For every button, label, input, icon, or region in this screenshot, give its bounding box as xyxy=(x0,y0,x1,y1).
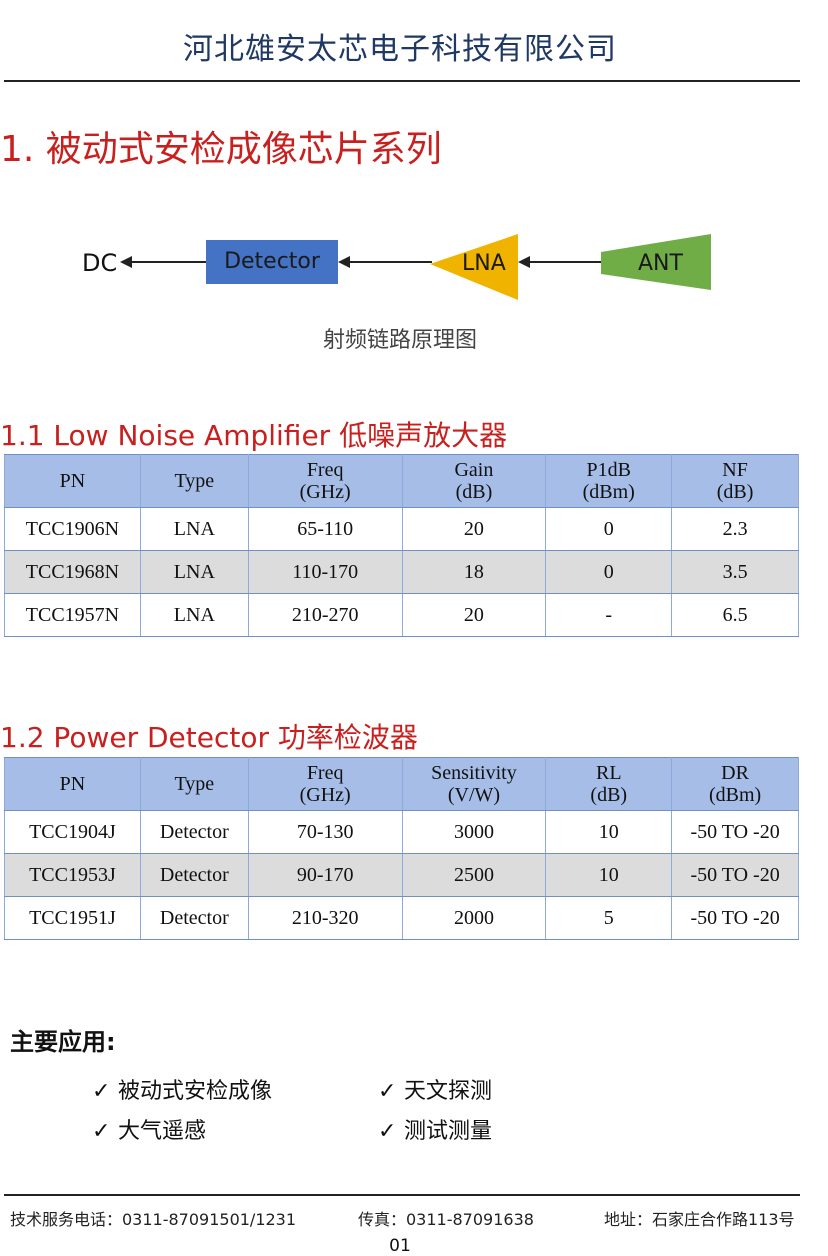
header-type: Type xyxy=(139,757,249,811)
application-item: ✓天文探测 xyxy=(378,1079,493,1104)
application-item: ✓大气遥感 xyxy=(92,1119,207,1144)
table-row: TCC1904J Detector 70-130 3000 10 -50 TO … xyxy=(4,810,799,854)
arrow-line-detector xyxy=(348,261,432,263)
header-sensitivity: Sensitivity(V/W) xyxy=(401,757,547,811)
header-p1db: P1dB(dBm) xyxy=(545,454,673,508)
header-divider xyxy=(4,80,800,82)
cell-sensitivity: 2000 xyxy=(401,896,547,940)
check-icon: ✓ xyxy=(378,1079,397,1104)
table-row: TCC1968N LNA 110-170 18 0 3.5 xyxy=(4,550,799,594)
footer-phone: 技术服务电话：0311-87091501/1231 xyxy=(10,1210,297,1229)
check-icon: ✓ xyxy=(92,1079,111,1104)
header-pn: PN xyxy=(4,454,141,508)
cell-nf: 2.3 xyxy=(671,507,799,551)
applications-title: 主要应用: xyxy=(10,1028,116,1056)
cell-freq: 210-270 xyxy=(247,593,403,637)
header-gain: Gain(dB) xyxy=(401,454,547,508)
cell-type: LNA xyxy=(139,507,249,551)
table-row: TCC1951J Detector 210-320 2000 5 -50 TO … xyxy=(4,896,799,940)
cell-type: LNA xyxy=(139,550,249,594)
check-icon: ✓ xyxy=(378,1119,397,1144)
table-row: TCC1906N LNA 65-110 20 0 2.3 xyxy=(4,507,799,551)
cell-pn: TCC1904J xyxy=(4,810,141,854)
cell-nf: 6.5 xyxy=(671,593,799,637)
lna-section-title: 1.1 Low Noise Amplifier 低噪声放大器 xyxy=(0,419,508,452)
cell-rl: 10 xyxy=(545,810,673,854)
cell-dr: -50 TO -20 xyxy=(671,853,799,897)
antenna-block-shape xyxy=(601,234,711,290)
section-title: 1. 被动式安检成像芯片系列 xyxy=(0,129,442,170)
arrow-line-dc xyxy=(130,261,206,263)
header-nf: NF(dB) xyxy=(671,454,799,508)
cell-p1db: 0 xyxy=(545,550,673,594)
cell-gain: 18 xyxy=(401,550,547,594)
cell-type: Detector xyxy=(139,810,249,854)
cell-type: Detector xyxy=(139,896,249,940)
cell-p1db: 0 xyxy=(545,507,673,551)
lna-spec-table: PN Type Freq(GHz) Gain(dB) P1dB(dBm) NF(… xyxy=(4,454,799,637)
cell-dr: -50 TO -20 xyxy=(671,896,799,940)
cell-p1db: - xyxy=(545,593,673,637)
detector-block: Detector xyxy=(206,240,338,284)
arrow-line-lna xyxy=(528,261,602,263)
cell-type: LNA xyxy=(139,593,249,637)
cell-pn: TCC1968N xyxy=(4,550,141,594)
cell-freq: 70-130 xyxy=(247,810,403,854)
arrow-head-detector xyxy=(338,256,350,268)
dc-output-label: DC xyxy=(82,249,118,277)
lna-amplifier-triangle xyxy=(430,234,518,300)
cell-freq: 90-170 xyxy=(247,853,403,897)
cell-rl: 5 xyxy=(545,896,673,940)
header-pn: PN xyxy=(4,757,141,811)
cell-pn: TCC1906N xyxy=(4,507,141,551)
cell-pn: TCC1951J xyxy=(4,896,141,940)
table-row: TCC1957N LNA 210-270 20 - 6.5 xyxy=(4,593,799,637)
table-header-row: PN Type Freq(GHz) Gain(dB) P1dB(dBm) NF(… xyxy=(4,454,799,508)
cell-gain: 20 xyxy=(401,507,547,551)
application-item: ✓测试测量 xyxy=(378,1119,493,1144)
detector-spec-table: PN Type Freq(GHz) Sensitivity(V/W) RL(dB… xyxy=(4,757,799,940)
cell-freq: 110-170 xyxy=(247,550,403,594)
table-row: TCC1953J Detector 90-170 2500 10 -50 TO … xyxy=(4,853,799,897)
arrow-head-dc xyxy=(120,256,132,268)
header-freq: Freq(GHz) xyxy=(247,757,403,811)
company-name: 河北雄安太芯电子科技有限公司 xyxy=(183,32,617,67)
cell-dr: -50 TO -20 xyxy=(671,810,799,854)
check-icon: ✓ xyxy=(92,1119,111,1144)
header-type: Type xyxy=(139,454,249,508)
cell-gain: 20 xyxy=(401,593,547,637)
header-freq: Freq(GHz) xyxy=(247,454,403,508)
cell-type: Detector xyxy=(139,853,249,897)
lna-block-label: LNA xyxy=(462,251,506,276)
page-number: 01 xyxy=(389,1236,411,1256)
cell-pn: TCC1957N xyxy=(4,593,141,637)
detector-section-title: 1.2 Power Detector 功率检波器 xyxy=(0,721,418,754)
header-dr: DR(dBm) xyxy=(671,757,799,811)
arrow-head-lna xyxy=(518,256,530,268)
cell-rl: 10 xyxy=(545,853,673,897)
cell-freq: 210-320 xyxy=(247,896,403,940)
footer-divider xyxy=(4,1194,800,1196)
ant-block-label: ANT xyxy=(638,251,683,276)
cell-pn: TCC1953J xyxy=(4,853,141,897)
cell-sensitivity: 3000 xyxy=(401,810,547,854)
footer-fax: 传真：0311-87091638 xyxy=(358,1210,534,1229)
cell-nf: 3.5 xyxy=(671,550,799,594)
diagram-caption: 射频链路原理图 xyxy=(322,328,477,353)
cell-freq: 65-110 xyxy=(247,507,403,551)
header-rl: RL(dB) xyxy=(545,757,673,811)
application-item: ✓被动式安检成像 xyxy=(92,1079,273,1104)
cell-sensitivity: 2500 xyxy=(401,853,547,897)
table-header-row: PN Type Freq(GHz) Sensitivity(V/W) RL(dB… xyxy=(4,757,799,811)
footer-address: 地址：石家庄合作路113号 xyxy=(604,1210,795,1229)
